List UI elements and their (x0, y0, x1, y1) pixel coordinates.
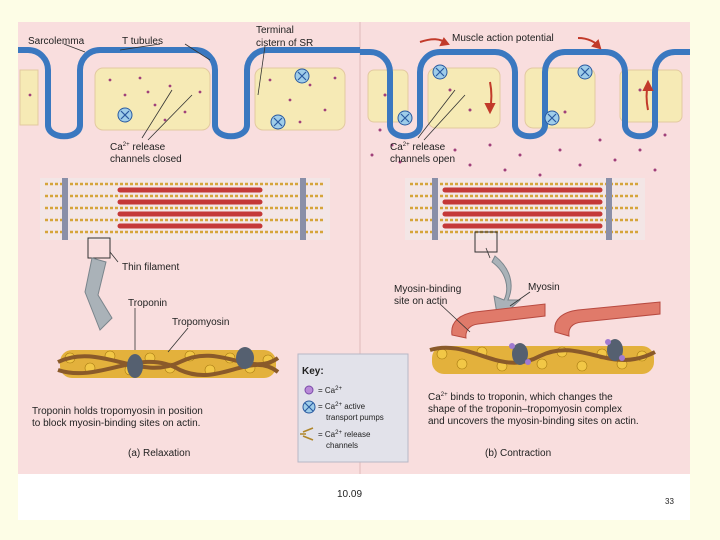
panel-b-label: (b) Contraction (485, 448, 551, 459)
sarcomere-left (40, 178, 330, 240)
label-terminal-1: Terminal (256, 25, 294, 36)
label-t-tubules: T tubules (122, 36, 163, 47)
key-channel-1: = Ca2+ release (318, 430, 371, 439)
label-myosin-binding-2: site on actin (394, 296, 447, 307)
leader-lines-left (63, 43, 266, 263)
key-box (297, 353, 409, 463)
label-sarcolemma: Sarcolemma (28, 36, 85, 47)
pump-icon (117, 68, 310, 130)
release-channel-icon (300, 427, 314, 441)
label-tropomyosin: Tropomyosin (172, 317, 229, 328)
magnify-box-right (474, 231, 498, 253)
label-myosin-binding-1: Myosin-binding (394, 284, 461, 295)
key-pump-1: = Ca2+ active (318, 402, 366, 411)
caption-relaxation-1: Troponin holds tropomyosin in position (32, 406, 203, 417)
label-myosin: Myosin (528, 282, 560, 293)
magnify-box-left (87, 237, 111, 259)
key-channel-2: channels (326, 441, 358, 450)
key-title: Key: (302, 366, 324, 377)
page-number: 33 (665, 497, 674, 506)
key-pump-2: transport pumps (326, 413, 384, 422)
caption-contraction-1: Ca2+ binds to troponin, which changes th… (428, 392, 613, 403)
label-muscle-action-potential: Muscle action potential (452, 33, 554, 44)
label-ca-closed-1: Ca2+ release (110, 142, 166, 153)
sarcolemma-right (360, 49, 690, 140)
label-ca-closed-2: channels closed (110, 154, 182, 165)
action-potential-arrows (419, 37, 654, 115)
label-thin-filament: Thin filament (122, 262, 179, 273)
sarcomere-right (405, 178, 645, 240)
key-calcium: = Ca2+ (318, 386, 342, 395)
caption-contraction-2: shape of the troponin–tropomyosin comple… (428, 404, 622, 415)
footer-strip (18, 474, 690, 520)
sr-right (367, 67, 683, 129)
label-ca-open-2: channels open (390, 154, 455, 165)
zoom-arrow-left (84, 257, 113, 331)
thin-filament-relaxed (57, 347, 280, 378)
caption-contraction-3: and uncovers the myosin-binding sites on… (428, 416, 639, 427)
caption-relaxation-2: to block myosin-binding sites on actin. (32, 418, 200, 429)
pump-key-icon (302, 400, 316, 414)
pump-icon-right (397, 64, 593, 126)
label-troponin: Troponin (128, 298, 167, 309)
thin-filament-contracted (429, 339, 656, 374)
label-terminal-2: cistern of SR (256, 38, 313, 49)
figure-number: 10.09 (337, 489, 362, 500)
sarcolemma-left (18, 47, 360, 140)
leader-lines-right (417, 89, 491, 259)
calcium-ion-icon (304, 385, 314, 395)
myosin-heads (451, 301, 661, 339)
panel-a-label: (a) Relaxation (128, 448, 190, 459)
label-ca-open-1: Ca2+ release (390, 142, 446, 153)
leader-lines-filament (134, 291, 531, 353)
